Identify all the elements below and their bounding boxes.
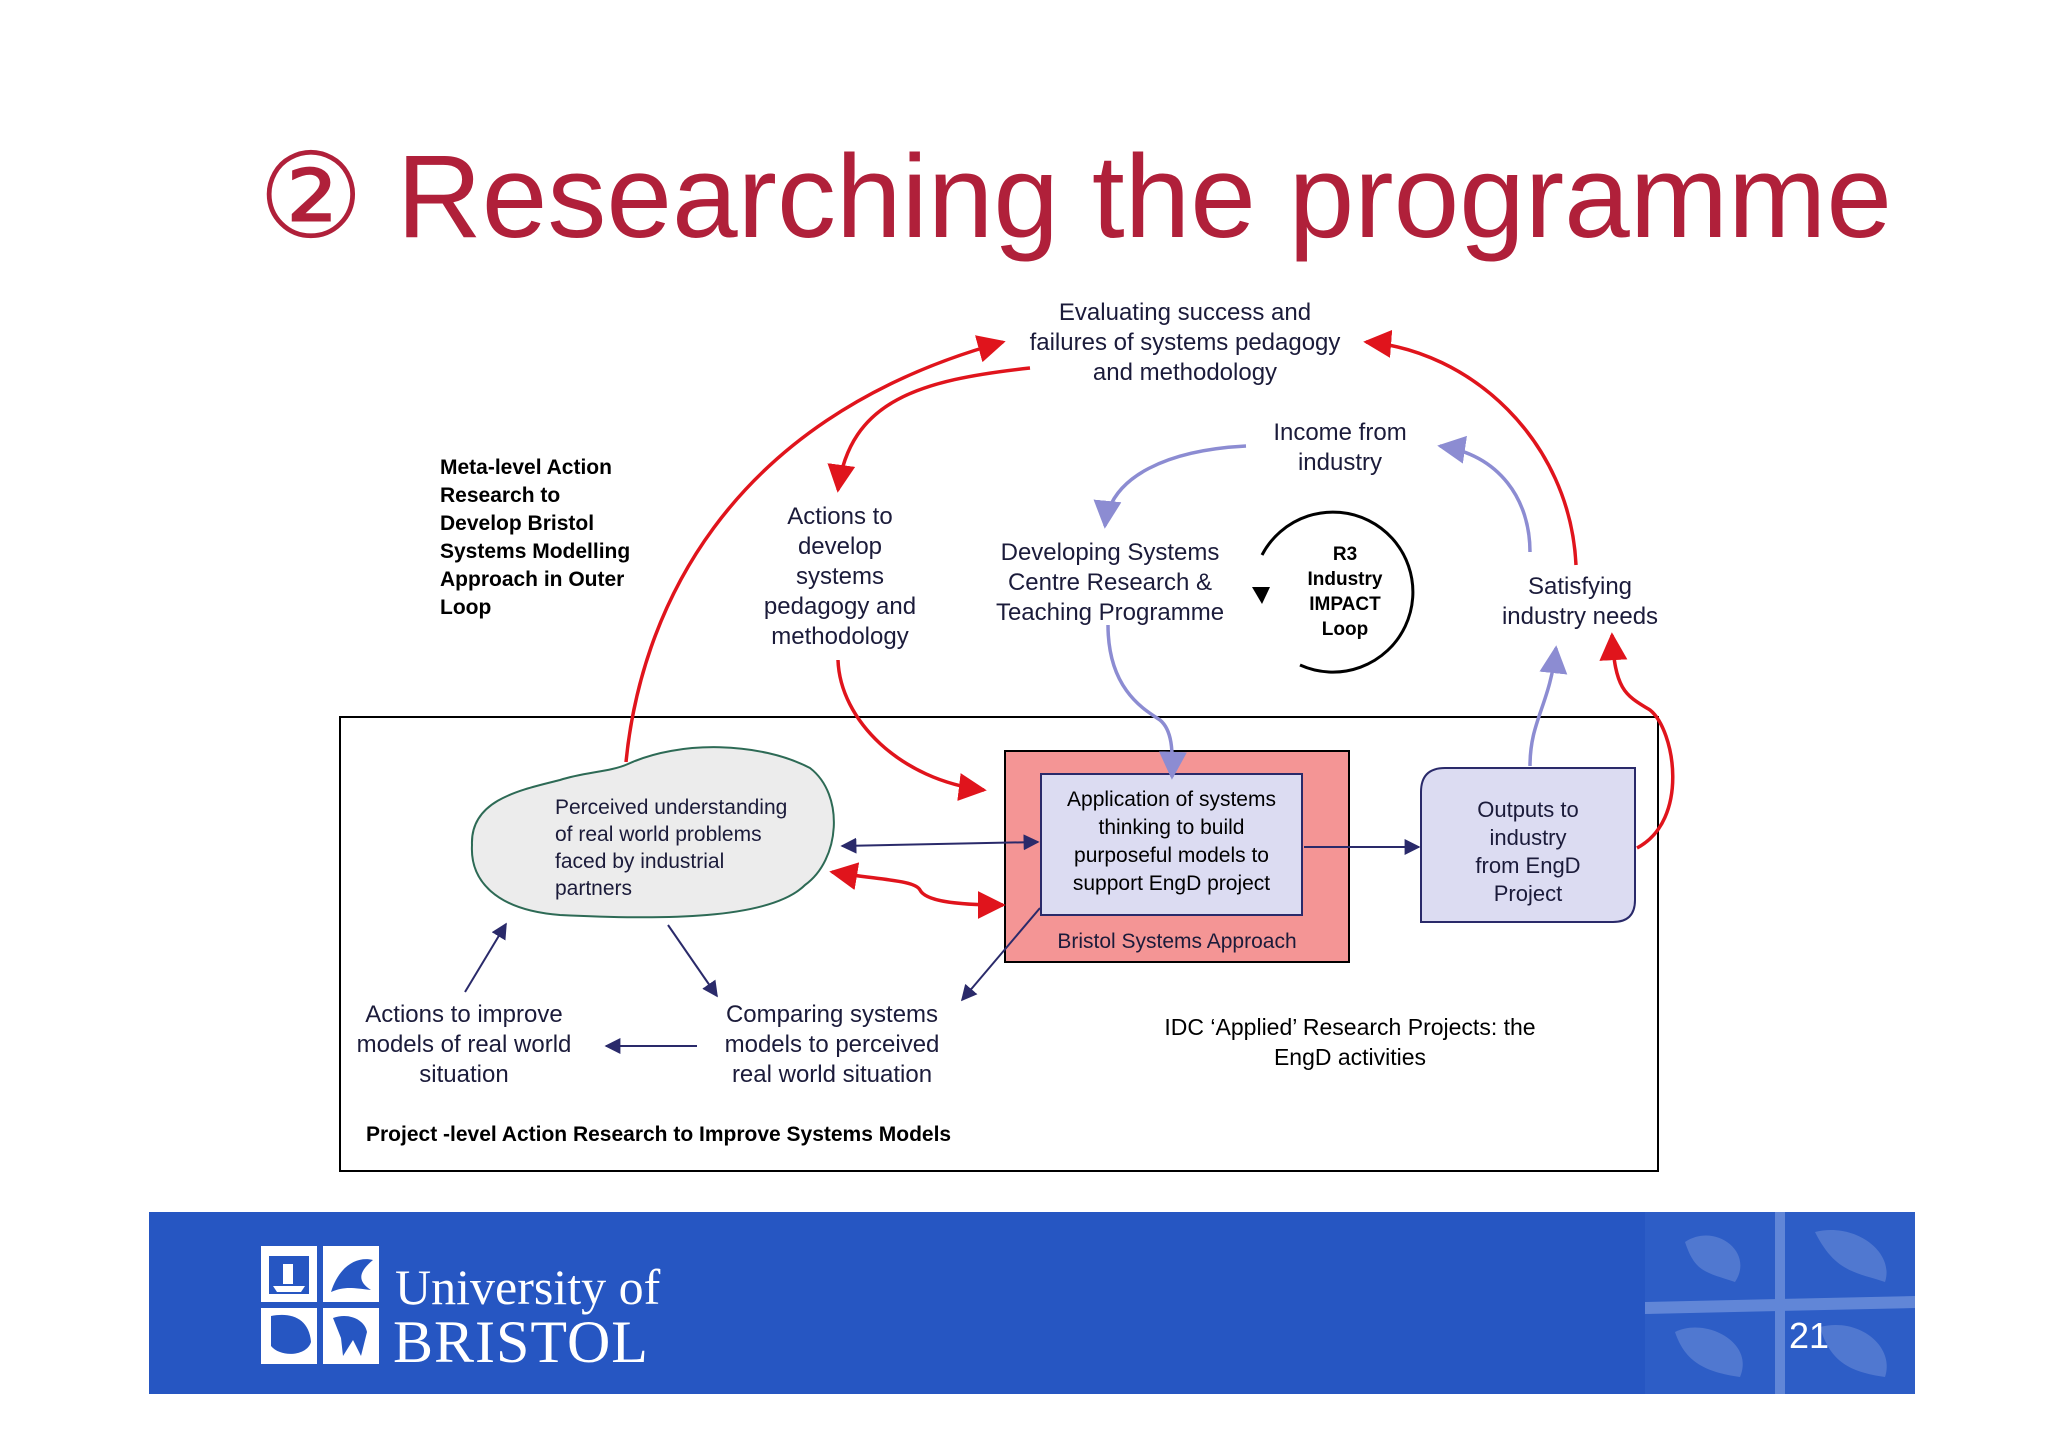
outputs-line: Project — [1493, 881, 1563, 906]
outputs-node: Outputs to industry from EngD Project — [1421, 796, 1635, 908]
slide-title: ② Researching the programme — [258, 131, 1892, 263]
r3-loop-arrowhead — [1252, 587, 1270, 604]
perceived-line: of real world problems — [555, 823, 762, 846]
r3-loop-circle — [1260, 510, 1415, 674]
perceived-node: Perceived understanding of real world pr… — [555, 794, 815, 902]
perceived-cloud — [470, 746, 835, 919]
meta-level-label: Meta-level Action Research to Develop Br… — [440, 454, 680, 622]
idc-line: EngD activities — [1273, 1044, 1427, 1070]
satisfying-line: Satisfying — [1527, 573, 1633, 600]
red-arrow-cloud-to-evaluating — [624, 335, 1006, 763]
university-name-line1: University of — [395, 1259, 661, 1315]
university-crest-icon — [261, 1246, 379, 1364]
evaluating-node: Evaluating success and failures of syste… — [1000, 298, 1370, 388]
meta-level-line: Develop Bristol — [440, 512, 595, 535]
actions-develop-line: systems — [795, 563, 884, 590]
application-line: thinking to build — [1098, 816, 1245, 839]
actions-develop-line: pedagogy and — [763, 593, 917, 620]
footer-bar: University of BRISTOL 21 — [149, 1212, 1915, 1394]
actions-improve-node: Actions to improve models of real world … — [342, 1000, 586, 1090]
application-line: Application of systems — [1067, 788, 1276, 811]
red-arrow-evaluating-to-actions — [827, 366, 1031, 493]
project-level-box — [339, 716, 1659, 1172]
actions-improve-line: Actions to improve — [365, 1001, 563, 1028]
actions-improve-line: models of real world — [356, 1031, 572, 1058]
crest-watermark-icon — [1645, 1212, 1915, 1394]
evaluating-line: Evaluating success and — [1058, 299, 1312, 326]
bristol-approach-label: Bristol Systems Approach — [1057, 930, 1297, 953]
satisfying-line: industry needs — [1501, 603, 1659, 630]
evaluating-line: failures of systems pedagogy — [1029, 329, 1341, 356]
application-line: support EngD project — [1072, 872, 1271, 895]
idc-label: IDC ‘Applied’ Research Projects: the Eng… — [1140, 1012, 1560, 1072]
purple-arrow-income-to-developing — [1093, 444, 1247, 529]
outputs-box — [1420, 767, 1636, 923]
navy-arrow-cloud-application — [840, 834, 1040, 854]
actions-develop-node: Actions to develop systems pedagogy and … — [740, 502, 940, 652]
comparing-line: real world situation — [731, 1061, 933, 1088]
project-level-label: Project -level Action Research to Improv… — [366, 1123, 952, 1146]
red-arrow-cloud-bristol — [829, 862, 1006, 919]
meta-level-line: Approach in Outer — [440, 568, 625, 591]
developing-centre-line: Centre Research & — [1007, 569, 1213, 596]
actions-develop-line: Actions to — [787, 503, 893, 530]
actions-develop-line: develop — [797, 533, 883, 560]
application-line: purposeful models to — [1074, 844, 1269, 867]
income-line: Income from — [1273, 419, 1407, 446]
meta-level-line: Meta-level Action — [440, 456, 612, 479]
navy-arrow-bristol-to-comparing — [960, 907, 1041, 1002]
r3-loop-line: IMPACT — [1309, 594, 1381, 615]
developing-centre-line: Developing Systems — [1000, 539, 1220, 566]
purple-arrow-satisfying-to-income — [1437, 435, 1532, 553]
outputs-line: industry — [1489, 825, 1567, 850]
meta-level-line: Systems Modelling — [440, 540, 631, 563]
r3-loop-line: Loop — [1321, 619, 1369, 640]
r3-loop-line: R3 — [1332, 544, 1358, 565]
developing-centre-line: Teaching Programme — [995, 599, 1225, 626]
perceived-line: partners — [555, 877, 633, 900]
navy-arrow-cloud-to-comparing — [667, 924, 718, 998]
university-name-line2: BRISTOL — [393, 1309, 649, 1375]
perceived-line: faced by industrial — [555, 850, 725, 873]
r3-loop-label: R3 Industry IMPACT Loop — [1290, 542, 1400, 642]
meta-level-line: Loop — [440, 596, 492, 619]
comparing-line: Comparing systems — [725, 1001, 939, 1028]
r3-loop-line: Industry — [1307, 569, 1383, 590]
actions-develop-line: methodology — [771, 623, 909, 650]
red-arrow-outputs-to-satisfying — [1599, 632, 1675, 850]
outputs-line: from EngD — [1475, 853, 1581, 878]
purple-arrow-outputs-to-satisfying — [1528, 645, 1568, 767]
idc-line: IDC ‘Applied’ Research Projects: the — [1164, 1014, 1536, 1040]
evaluating-line: and methodology — [1092, 359, 1278, 386]
satisfying-node: Satisfying industry needs — [1480, 572, 1680, 632]
income-line: industry — [1297, 449, 1383, 476]
application-box — [1040, 773, 1303, 916]
meta-level-line: Research to — [440, 484, 561, 507]
red-arrow-satisfying-to-evaluating — [1363, 329, 1578, 566]
navy-arrow-actions-to-cloud — [464, 922, 507, 993]
actions-improve-line: situation — [419, 1061, 509, 1088]
comparing-line: models to perceived — [724, 1031, 940, 1058]
red-arrow-actions-to-bristol — [836, 659, 987, 801]
comparing-node: Comparing systems models to perceived re… — [704, 1000, 960, 1090]
page-number: 21 — [1788, 1315, 1829, 1356]
perceived-line: Perceived understanding — [555, 796, 788, 819]
developing-centre-node: Developing Systems Centre Research & Tea… — [975, 538, 1245, 628]
income-node: Income from industry — [1230, 418, 1450, 478]
purple-arrow-developing-to-application — [1106, 624, 1187, 780]
outputs-line: Outputs to — [1477, 797, 1579, 822]
application-node: Application of systems thinking to build… — [1041, 786, 1302, 898]
